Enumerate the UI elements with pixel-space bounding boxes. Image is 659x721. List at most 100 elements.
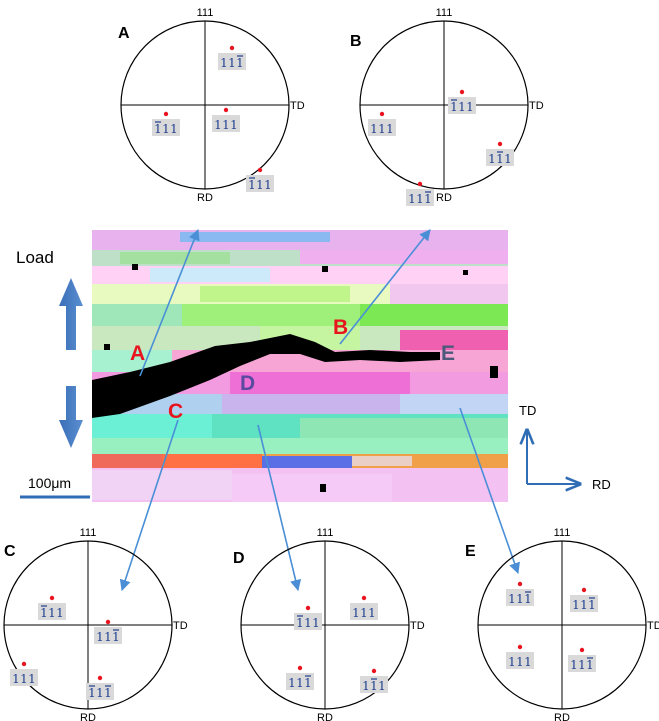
miller-index-digit: 1	[40, 606, 48, 620]
miller-index-digit: 1	[288, 676, 296, 690]
miller-index-box	[506, 652, 534, 669]
pole-figure-td-label: TD	[410, 620, 425, 632]
miller-index-digit: 1	[524, 592, 532, 606]
pole-figure-label: D	[233, 550, 245, 567]
miller-index-digit: 1	[264, 178, 272, 192]
miller-index-digit: 1	[304, 676, 312, 690]
pole-figure-top-label: 111	[554, 527, 571, 539]
miller-index-box	[38, 603, 66, 620]
pole-figure-rd-label: RD	[436, 192, 452, 204]
pole-dot	[297, 665, 303, 671]
pole-figure-top-label: 111	[436, 7, 453, 19]
pole-dot	[97, 675, 103, 681]
miller-index-digit: 1	[386, 122, 394, 136]
miller-index-box	[286, 673, 314, 690]
pole-figure-top-label: 111	[317, 527, 334, 539]
miller-index-box	[86, 683, 114, 700]
miller-index-digit: 1	[296, 616, 304, 630]
miller-index-digit: 1	[508, 655, 516, 669]
miller-index-digit: 1	[162, 122, 170, 136]
miller-index-box	[294, 613, 322, 630]
axis-rd-label: RD	[592, 477, 611, 492]
pole-figure-rd-label: RD	[554, 712, 570, 721]
map-point-a: A	[130, 342, 145, 365]
miller-index-digit: 1	[236, 56, 244, 70]
miller-index-digit: 1	[222, 118, 230, 132]
pole-figure-label: A	[118, 25, 130, 42]
miller-index-digit: 1	[296, 676, 304, 690]
arrow-d	[257, 424, 302, 592]
pole-dot	[257, 167, 263, 173]
pole-dot	[371, 668, 377, 674]
miller-index-digit: 1	[378, 122, 386, 136]
miller-index-digit: 1	[362, 679, 370, 693]
map-point-c: C	[168, 400, 183, 423]
pole-dot	[229, 45, 235, 51]
pole-figure-rd-label: RD	[197, 192, 213, 204]
miller-index-digit: 1	[154, 122, 162, 136]
miller-index-digit: 1	[424, 192, 432, 206]
miller-index-digit: 1	[12, 672, 20, 686]
miller-index-digit: 1	[458, 100, 466, 114]
miller-index-digit: 1	[570, 658, 578, 672]
ebsd-orientation-map	[92, 230, 508, 502]
load-label: Load	[16, 248, 54, 267]
miller-index-digit: 1	[256, 178, 264, 192]
pole-dot	[361, 595, 367, 601]
arrow-a	[139, 228, 200, 377]
pole-dot	[49, 595, 55, 601]
miller-index-digit: 1	[304, 616, 312, 630]
map-point-d: D	[240, 372, 255, 395]
axis-td-label: TD	[519, 403, 536, 418]
miller-index-digit: 1	[370, 679, 378, 693]
pole-figure-top-label: 111	[80, 527, 97, 539]
miller-index-digit: 1	[96, 686, 104, 700]
miller-index-digit: 1	[370, 122, 378, 136]
pole-figure-label: E	[465, 543, 476, 560]
miller-index-box	[350, 603, 378, 620]
miller-index-digit: 1	[516, 592, 524, 606]
miller-index-box	[368, 119, 396, 136]
pole-figure-rd-label: RD	[317, 712, 333, 721]
miller-index-digit: 1	[416, 192, 424, 206]
miller-index-digit: 1	[220, 56, 228, 70]
miller-index-digit: 1	[588, 598, 596, 612]
pole-dot	[305, 605, 311, 611]
pole-dot	[105, 619, 111, 625]
miller-index-digit: 1	[488, 152, 496, 166]
miller-index-digit: 1	[450, 100, 458, 114]
pole-figure-top-label: 111	[197, 7, 214, 19]
miller-index-box	[360, 676, 388, 693]
miller-index-digit: 1	[88, 686, 96, 700]
miller-index-digit: 1	[104, 686, 112, 700]
arrow-e	[459, 407, 520, 575]
pole-figure-td-label: TD	[647, 620, 659, 632]
miller-index-box	[486, 149, 514, 166]
miller-index-digit: 1	[524, 655, 532, 669]
pole-dot	[579, 647, 585, 653]
miller-index-digit: 1	[230, 118, 238, 132]
miller-index-box	[10, 669, 38, 686]
pole-dot	[417, 181, 423, 187]
pole-dot	[459, 89, 465, 95]
connector-arrows	[119, 228, 520, 592]
pole-dot	[223, 107, 229, 113]
miller-index-box	[212, 115, 240, 132]
